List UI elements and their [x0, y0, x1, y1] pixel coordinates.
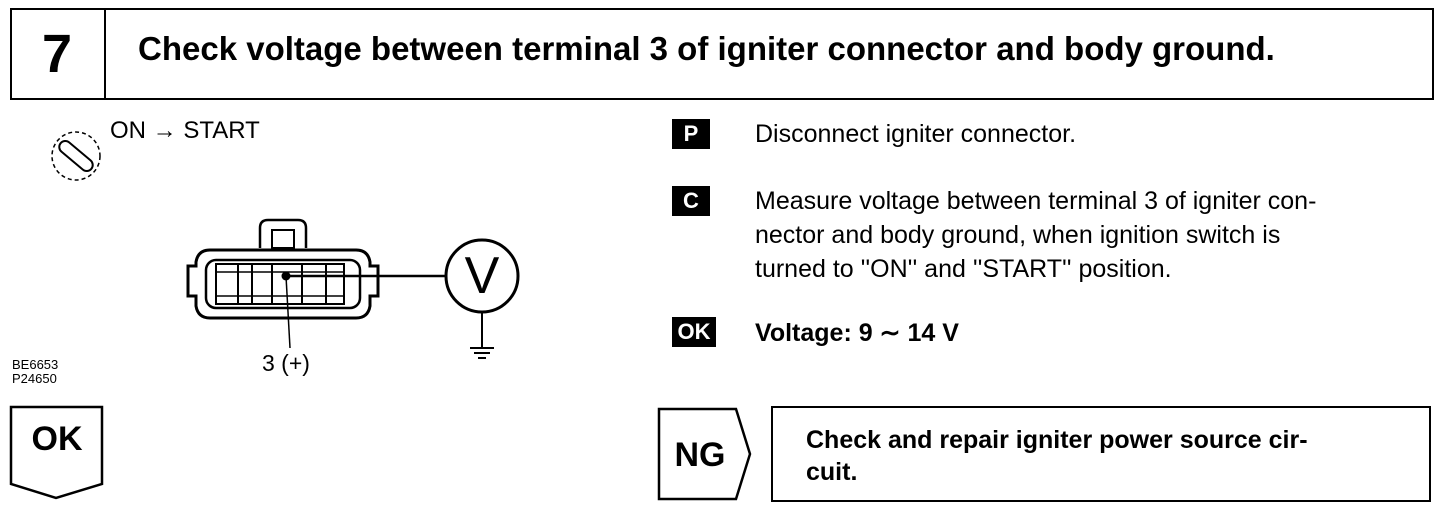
ok-tag: OK: [672, 317, 716, 347]
step-header-box: [10, 8, 1434, 100]
ng-action-box: [771, 406, 1431, 502]
step-header-divider: [104, 8, 106, 100]
instruction-line: Measure voltage between terminal 3 of ig…: [755, 187, 1317, 215]
voltage-spec: Voltage: 9 ∼ 14 V: [755, 319, 959, 347]
ng-outcome-shape: [657, 407, 752, 501]
ignition-key-icon: [51, 131, 101, 181]
check-tag: C: [672, 186, 710, 216]
step-title: Check voltage between terminal 3 of igni…: [138, 30, 1275, 67]
instruction-check: Measure voltage between terminal 3 of ig…: [755, 184, 1316, 286]
ignition-label: ON → START: [110, 117, 260, 144]
terminal-label: 3 (+): [262, 350, 310, 376]
figure-code: BE6653: [12, 357, 59, 372]
instruction-line: nector and body ground, when ignition sw…: [755, 221, 1281, 249]
ng-action-line: Check and repair igniter power source ci…: [806, 426, 1308, 454]
voltmeter-symbol: V: [464, 247, 500, 305]
ng-outcome-label: NG: [674, 436, 726, 474]
ok-outcome-label: OK: [31, 420, 83, 458]
terminal-leader-line: [285, 275, 291, 349]
connector-latch: [258, 218, 308, 248]
instruction-line: turned to ''ON'' and ''START'' position.: [755, 255, 1172, 283]
ng-action-text: Check and repair igniter power source ci…: [806, 424, 1406, 488]
connector-body: [186, 248, 380, 320]
connector-diagram: [186, 218, 520, 359]
instruction-prepare: Disconnect igniter connector.: [755, 120, 1077, 148]
figure-code: P24650: [12, 371, 57, 386]
prepare-tag: P: [672, 119, 710, 149]
ok-outcome-shape: [9, 405, 104, 500]
figure-codes: BE6653 P24650: [12, 358, 58, 386]
ng-action-line: cuit.: [806, 458, 858, 486]
step-number: 7: [41, 24, 73, 84]
